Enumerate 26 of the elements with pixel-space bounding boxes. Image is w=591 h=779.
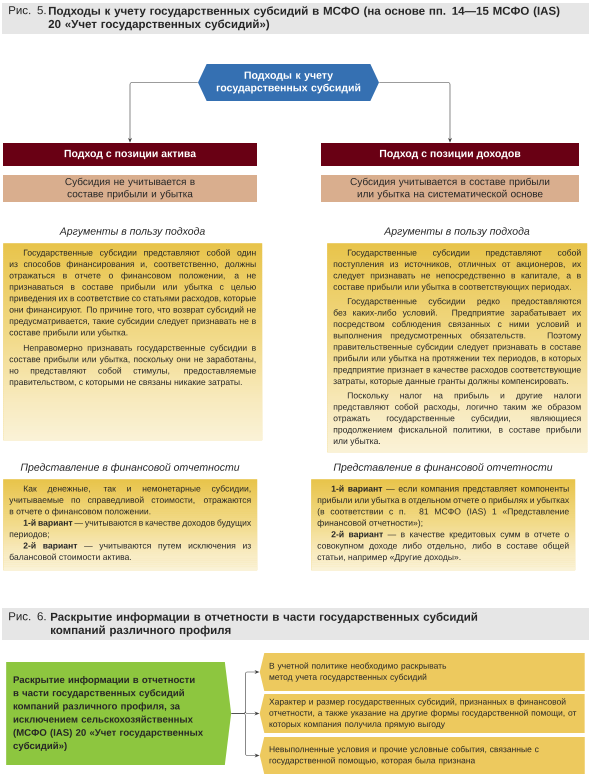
paragraph: 2-й вариант — в качестве кредитовых сумм в отчете о совокупном доходе либо отдельно, либо в составе общей статьи, например «Другие доходы». <box>318 530 569 562</box>
figure-title: Подходы к учету государственных субсидий в МСФО (на основе пп. 14—15 МСФО (IAS) 20 «Учет государственных субсидий») <box>48 6 560 30</box>
paragraph: Государственные субсидии представляют собой поступления из источников, отличных от акционеров, их следует признавать не непосредственно в капитале, а в составе прибыли или убытка в соответствующих периодах. <box>334 249 582 292</box>
hexagon-box: Подходы к учету государственных субсидий <box>198 64 379 101</box>
paragraph: Неправомерно признавать государственные субсидии в составе прибыли или убытка, поскольку они не заработаны, но представляют собой стимулы, предоставляемые правительством, с которыми не связаны никакие затраты. <box>10 344 256 387</box>
tag-box: В учетной политике необходимо раскрывать метод учета государственных субсидий <box>260 653 585 691</box>
figure-number: Рис. 6. <box>9 612 46 620</box>
panel-heading: Представление в финансовой отчетности <box>334 463 552 473</box>
summary-box: Субсидия учитывается в составе прибыли или убытка на систематической основе <box>321 175 579 202</box>
panel-heading: Представление в финансовой отчетности <box>20 463 240 473</box>
panel-heading: Аргументы в пользу подхода <box>59 227 205 237</box>
paragraph: 2-й вариант — учитываются путем исключения из балансовой стоимости актива. <box>10 542 251 560</box>
paragraph: Государственные субсидии редко предоставляются без каких-либо условий. Предприятие зарабатывает их посредством соблюдения связанных с ними условий и выполнения предусмотренных обязательств. Поэтому правительственные субсидии следует признавать в составе прибыли или убытка на протяжении тех периодов, в которых предприятие признает в качестве расходов соответствующие затраты, которые данные гранты должны компенсировать. <box>333 298 582 386</box>
summary-box: Субсидия не учитывается в составе прибыли и убытка <box>3 175 257 202</box>
paragraph: Поскольку налог на прибыль и другие налоги представляют собой расходы, логично таким же образом отражать государственные субсидии, являющиеся продолжением фискальной политики, в составе прибыли или убытка. <box>334 392 581 446</box>
paragraph: Как денежные, так и немонетарные субсидии, учитываемые по справедливой стоимости, отражаются в отчете о финансовом положении. <box>9 485 251 516</box>
tag-box: Невыполненные условия и прочие условные события, связанные с государственной помощью, которая была признана <box>260 737 585 774</box>
paragraph: Государственные субсидии представляют собой один из способов финансирования и, соответственно, должны отражаться в отчете о финансовом положении, а не признаваться в составе прибыли или убытка с целью приведения их в соответствие со статьями расходов, которые они финансируют. По причине того, что возврат субсидий не предусматривается, такие субсидии следует признавать не в составе прибыли или убытка. <box>10 249 256 338</box>
tag-box: Характер и размер государственных субсидий, признанных в финансовой отчетности, а также указание на другие формы государственной помощи, от которых компания получила прямую выгоду <box>260 694 585 733</box>
paragraph: 1-й вариант — учитываются в качестве доходов будущих периодов; <box>10 519 252 539</box>
heading-bar: Подход с позиции доходов <box>321 143 579 166</box>
figure-number: Рис. 5. <box>9 6 46 14</box>
paragraph: 1-й вариант — если компания представляет компоненты прибыли или убытка в отдельном отчете о прибылях и убытках (в соответствии с п. 81 МСФО (IAS) 1 «Представление финансовой отчетности»); <box>318 485 570 528</box>
heading-bar: Подход с позиции актива <box>3 143 257 166</box>
panel-heading: Аргументы в пользу подхода <box>384 227 530 237</box>
figure-title: Раскрытие информации в отчетности в части государственных субсидий компаний различного профиля <box>50 612 478 636</box>
